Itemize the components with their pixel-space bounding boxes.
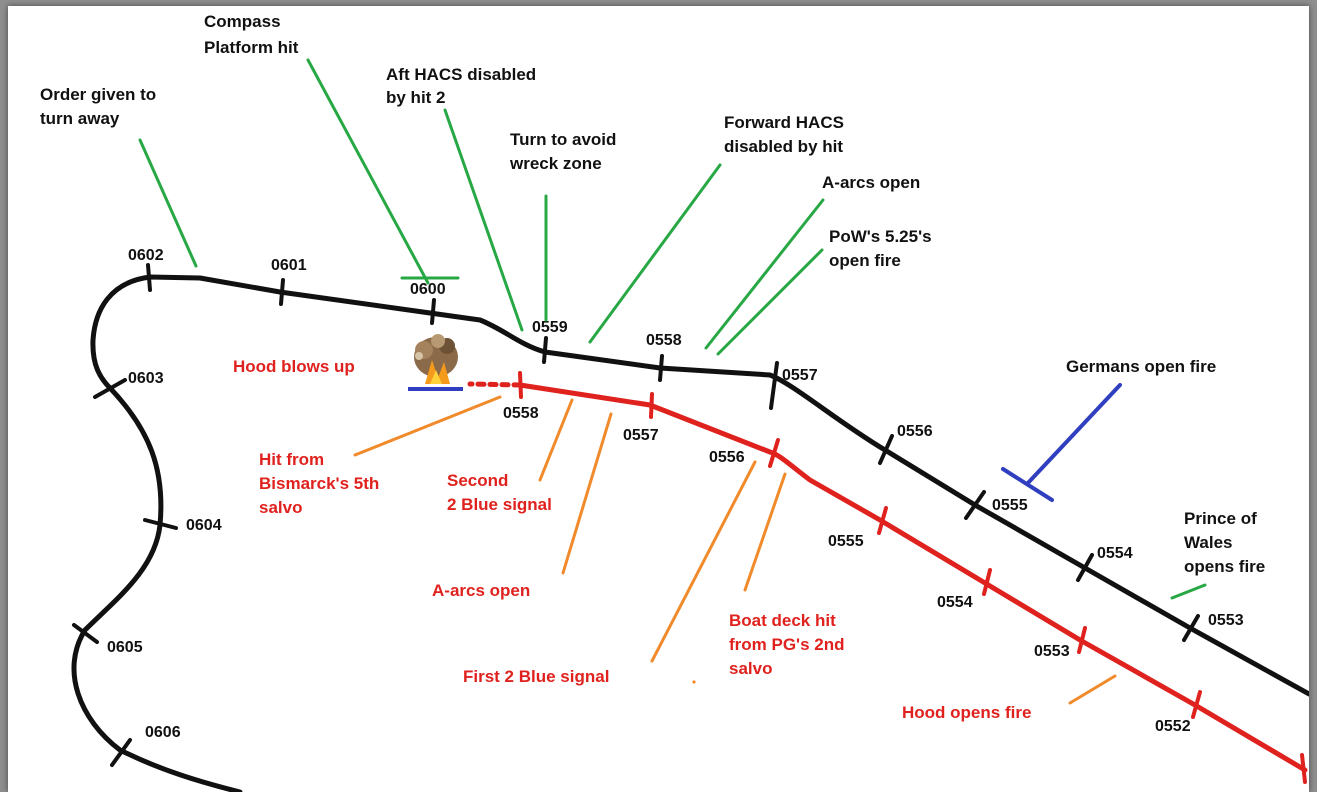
annotation-pow-opens-fire: Prince of Wales opens fire bbox=[1184, 509, 1265, 576]
marker-line bbox=[1025, 383, 1122, 486]
annotation-turn-away: Order given to turn away bbox=[40, 85, 161, 128]
time-label: 0554 bbox=[1097, 545, 1133, 562]
time-label: 0605 bbox=[107, 639, 143, 656]
leader-line bbox=[1068, 674, 1117, 705]
time-label: 0557 bbox=[623, 427, 659, 444]
tick bbox=[518, 371, 523, 399]
tick bbox=[658, 354, 664, 382]
leader-line bbox=[650, 460, 757, 663]
time-label: 0554 bbox=[937, 594, 973, 611]
leader-line bbox=[716, 248, 824, 356]
hood-track bbox=[517, 382, 1308, 773]
tick bbox=[93, 378, 127, 399]
marker-bar bbox=[1001, 467, 1054, 502]
annotation-second-2-blue: Second 2 Blue signal bbox=[447, 471, 552, 514]
tick bbox=[769, 361, 779, 410]
time-label: 0604 bbox=[186, 517, 222, 534]
tick bbox=[542, 336, 548, 364]
tick bbox=[430, 298, 436, 325]
annotation-germans-open-fire: Germans open fire bbox=[1066, 357, 1216, 376]
tick bbox=[143, 518, 178, 530]
tick bbox=[1191, 690, 1202, 719]
leader-line bbox=[1170, 583, 1207, 600]
pow-ticks bbox=[72, 263, 1200, 767]
tick bbox=[1300, 753, 1307, 784]
hood-time-labels: 0558 0557 0556 0555 0554 0553 0552 bbox=[503, 405, 1191, 735]
time-label: 0559 bbox=[532, 319, 568, 336]
tick bbox=[279, 278, 285, 306]
pow-time-labels: 0602 0601 0600 0559 0558 0557 0556 0555 … bbox=[107, 247, 1244, 741]
leader-line bbox=[588, 163, 722, 344]
hood-ticks bbox=[518, 371, 1307, 784]
annotation-bismarck-5th: Hit from Bismarck's 5th salvo bbox=[259, 450, 384, 517]
annotation-forward-hacs: Forward HACS disabled by hit bbox=[724, 113, 849, 156]
tick bbox=[982, 568, 992, 596]
hood-track-dotted-end bbox=[467, 381, 523, 388]
time-label: 0553 bbox=[1034, 643, 1070, 660]
annotation-pow-a-arcs: A-arcs open bbox=[822, 173, 920, 192]
leader-line bbox=[743, 472, 787, 592]
pow-leader-lines bbox=[138, 58, 1207, 600]
hood-leader-lines bbox=[353, 395, 1117, 705]
time-label: 0606 bbox=[145, 724, 181, 741]
germans-fire-marker bbox=[1001, 383, 1122, 502]
time-label: 0601 bbox=[271, 257, 307, 274]
time-label: 0555 bbox=[828, 533, 864, 550]
time-label: 0558 bbox=[646, 332, 682, 349]
stray-dot bbox=[692, 680, 696, 684]
tick bbox=[649, 392, 654, 419]
tick bbox=[146, 263, 152, 292]
tick bbox=[877, 506, 888, 535]
tick bbox=[1076, 553, 1094, 582]
tick bbox=[768, 438, 780, 468]
leader-line bbox=[538, 398, 574, 482]
time-label: 0552 bbox=[1155, 718, 1191, 735]
hood-annotations: Hood blows up Hit from Bismarck's 5th sa… bbox=[233, 357, 1031, 722]
time-label: 0557 bbox=[782, 367, 818, 384]
tick bbox=[1077, 626, 1087, 654]
annotation-aft-hacs: Aft HACS disabled by hit 2 bbox=[386, 65, 541, 107]
time-label: 0553 bbox=[1208, 612, 1244, 629]
tick bbox=[964, 490, 986, 520]
leader-line bbox=[704, 198, 825, 350]
annotation-hood-opens-fire: Hood opens fire bbox=[902, 703, 1031, 722]
time-label: 0558 bbox=[503, 405, 539, 422]
annotation-compass-hit: Compass Platform hit bbox=[204, 12, 299, 57]
diagram-frame: 0602 0601 0600 0559 0558 0557 0556 0555 … bbox=[8, 6, 1309, 792]
leader-line bbox=[561, 412, 613, 575]
pow-annotations: Compass Platform hit Order given to turn… bbox=[40, 12, 1265, 576]
annotation-boat-deck-hit: Boat deck hit from PG's 2nd salvo bbox=[729, 611, 849, 678]
tick bbox=[72, 623, 99, 644]
track-chart: 0602 0601 0600 0559 0558 0557 0556 0555 … bbox=[40, 12, 1309, 792]
time-label: 0600 bbox=[410, 281, 446, 298]
prince-of-wales-track bbox=[71, 274, 1309, 792]
time-label: 0556 bbox=[897, 423, 933, 440]
annotation-first-2-blue: First 2 Blue signal bbox=[463, 667, 609, 686]
explosion-icon bbox=[408, 334, 463, 391]
time-label: 0555 bbox=[992, 497, 1028, 514]
time-label: 0602 bbox=[128, 247, 164, 264]
time-label: 0603 bbox=[128, 370, 164, 387]
leader-line bbox=[306, 58, 430, 285]
annotation-hood-blows-up: Hood blows up bbox=[233, 357, 355, 376]
time-label: 0556 bbox=[709, 449, 745, 466]
annotation-wreck-zone: Turn to avoid wreck zone bbox=[509, 130, 621, 173]
leader-line bbox=[353, 395, 502, 457]
tick bbox=[1182, 614, 1200, 642]
leader-line bbox=[138, 138, 198, 268]
tick bbox=[110, 738, 132, 767]
annotation-pow-525: PoW's 5.25's open fire bbox=[829, 227, 936, 270]
annotation-hood-a-arcs: A-arcs open bbox=[432, 581, 530, 600]
leader-line bbox=[443, 108, 524, 332]
tick bbox=[878, 434, 894, 465]
